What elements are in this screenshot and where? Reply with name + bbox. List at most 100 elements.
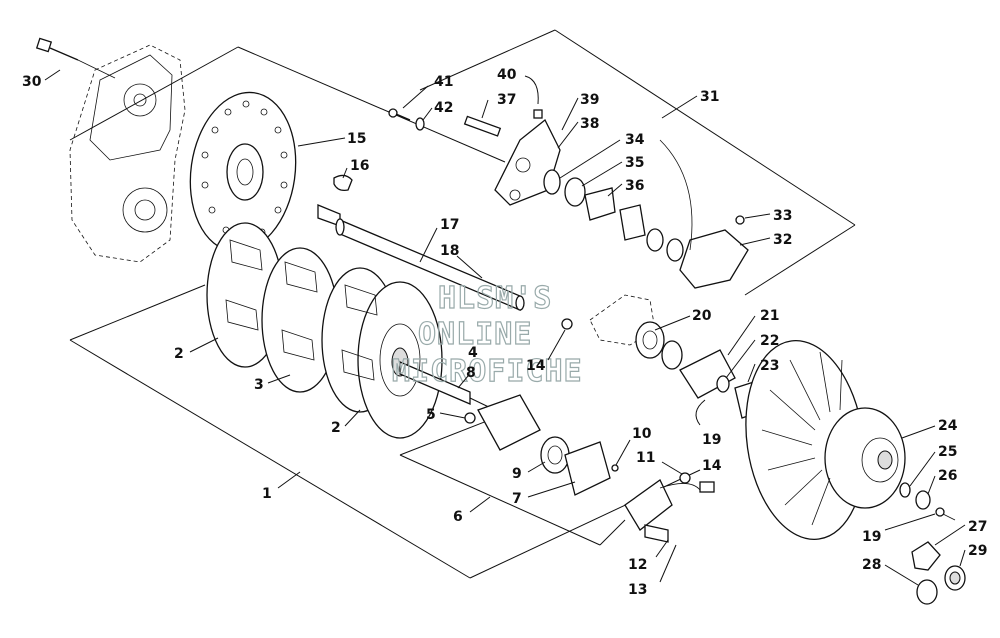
watermark-line-1: HLSM'S: [438, 281, 552, 316]
callout-26: 26: [927, 468, 957, 495]
callout-39: 39: [561, 92, 599, 131]
svg-text:41: 41: [434, 74, 453, 90]
callout-34: 34: [559, 132, 645, 179]
svg-text:34: 34: [625, 132, 645, 148]
svg-text:20: 20: [692, 308, 712, 324]
svg-text:33: 33: [773, 208, 792, 224]
svg-text:19: 19: [862, 529, 881, 545]
svg-text:24: 24: [938, 418, 958, 434]
callout-4: 4: [468, 345, 478, 361]
callout-32: 32: [739, 232, 792, 248]
callout-2-upper: 2: [174, 337, 219, 362]
svg-text:16: 16: [350, 158, 369, 174]
watermark: HLSM'S ONLINE MICROFICHE: [391, 280, 583, 389]
callout-11: 11: [636, 450, 683, 475]
svg-text:3: 3: [254, 377, 264, 393]
svg-text:30: 30: [22, 74, 42, 90]
group-box-1: [69, 46, 701, 579]
callout-5: 5: [426, 407, 466, 423]
svg-text:29: 29: [968, 543, 987, 559]
callout-8: 8: [457, 365, 476, 389]
svg-text:17: 17: [440, 217, 459, 233]
svg-text:13: 13: [628, 582, 647, 598]
svg-text:2: 2: [174, 346, 184, 362]
callout-27: 27: [934, 519, 987, 546]
callout-7: 7: [512, 481, 576, 507]
callout-30: 30: [22, 69, 61, 90]
svg-text:6: 6: [453, 509, 463, 525]
callout-28: 28: [862, 557, 919, 586]
callout-40: 40: [497, 67, 539, 105]
svg-text:9: 9: [512, 466, 522, 482]
brake-caliper-part-31: [388, 108, 749, 289]
svg-text:4: 4: [468, 345, 478, 361]
callout-16: 16: [342, 158, 369, 179]
svg-text:18: 18: [440, 243, 459, 259]
callout-10: 10: [615, 426, 652, 466]
callout-42: 42: [422, 100, 453, 121]
group-box-31: [419, 29, 856, 296]
svg-text:42: 42: [434, 100, 453, 116]
callout-29: 29: [959, 543, 987, 567]
callout-25: 25: [909, 444, 957, 487]
callout-21: 21: [727, 308, 779, 356]
svg-text:7: 7: [512, 491, 522, 507]
svg-text:2: 2: [331, 420, 341, 436]
jackshaft-bearing-part-20: [561, 294, 766, 419]
callout-22: 22: [725, 333, 779, 379]
svg-text:19: 19: [702, 432, 721, 448]
callout-1: 1: [262, 471, 301, 502]
callout-6: 6: [453, 496, 491, 525]
hardware-part-25: [899, 482, 966, 605]
callout-31: 31: [661, 89, 719, 119]
svg-text:14: 14: [702, 458, 722, 474]
callout-37: 37: [481, 92, 516, 119]
svg-text:40: 40: [497, 67, 517, 83]
chaincase-housing: [69, 44, 186, 263]
svg-text:25: 25: [938, 444, 957, 460]
svg-text:14: 14: [526, 358, 546, 374]
callout-36: 36: [607, 178, 644, 197]
svg-text:36: 36: [625, 178, 644, 194]
svg-text:35: 35: [625, 155, 644, 171]
svg-text:23: 23: [760, 358, 779, 374]
svg-text:38: 38: [580, 116, 599, 132]
svg-text:10: 10: [632, 426, 652, 442]
svg-text:27: 27: [968, 519, 987, 535]
callout-17: 17: [419, 217, 459, 263]
callout-19-lower: 19: [862, 513, 936, 545]
callout-24: 24: [901, 418, 958, 439]
callout-19-upper: 19: [695, 399, 721, 448]
key-part-16: [333, 174, 353, 192]
bolt-part-30: [35, 37, 116, 79]
bearing-flange-part-7: [464, 394, 611, 496]
svg-text:21: 21: [760, 308, 779, 324]
svg-text:39: 39: [580, 92, 599, 108]
svg-text:37: 37: [497, 92, 516, 108]
callout-41: 41: [402, 74, 453, 109]
callout-33: 33: [744, 208, 792, 224]
svg-text:22: 22: [760, 333, 779, 349]
callout-13: 13: [628, 544, 677, 598]
callout-9: 9: [512, 461, 546, 482]
callout-38: 38: [557, 116, 599, 149]
svg-text:1: 1: [262, 486, 272, 502]
speed-sensor-part-12: [611, 464, 715, 543]
driven-clutch-part-24: [745, 339, 906, 541]
drive-sprockets-part-2: [206, 222, 443, 439]
svg-text:31: 31: [700, 89, 719, 105]
svg-text:12: 12: [628, 557, 647, 573]
watermark-line-3: MICROFICHE: [392, 354, 583, 389]
svg-text:11: 11: [636, 450, 655, 466]
svg-text:15: 15: [347, 131, 366, 147]
driveshaft-part-17: [317, 204, 525, 311]
callout-15: 15: [297, 131, 366, 147]
callout-35: 35: [581, 155, 644, 187]
callout-14-lower: 14: [702, 458, 722, 474]
svg-text:32: 32: [773, 232, 792, 248]
callout-12: 12: [628, 539, 669, 573]
callout-14-upper: 14: [526, 329, 566, 374]
watermark-line-2: ONLINE: [418, 317, 532, 352]
callout-18: 18: [440, 243, 483, 279]
